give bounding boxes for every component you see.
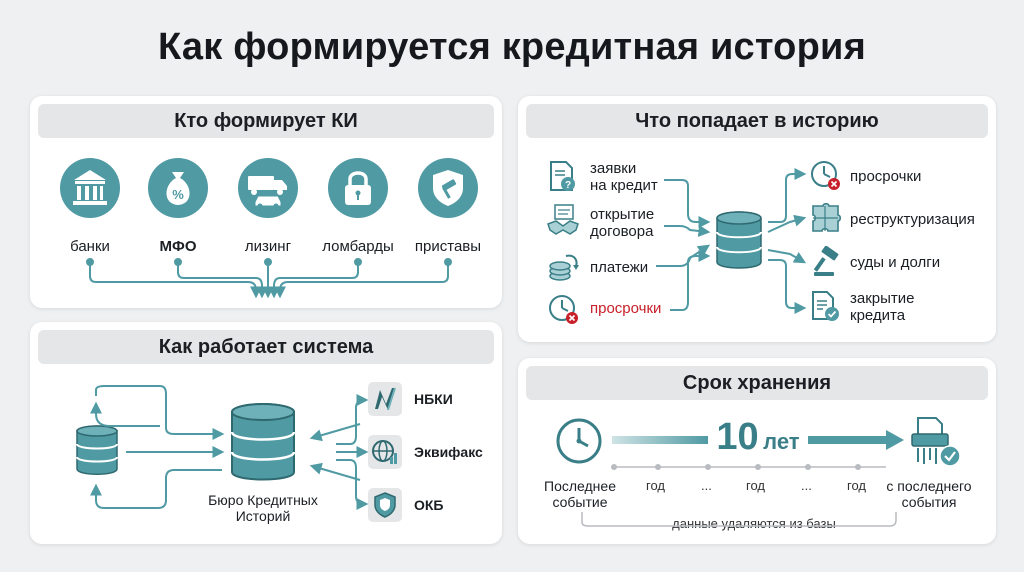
retention-years-unit: лет — [763, 429, 800, 454]
what-output-closing: закрытие кредита — [850, 290, 915, 324]
who-item-banks — [60, 158, 120, 218]
what-input-applications: заявки на кредит — [590, 160, 658, 194]
who-panel: Кто формирует КИ % — [30, 96, 502, 308]
system-panel-header: Как работает система — [38, 330, 494, 364]
timeline-tick-1: ... — [701, 478, 712, 493]
svg-text:?: ? — [565, 180, 571, 191]
timeline-tick-0: год — [646, 478, 665, 493]
what-input-contract: открытие договора — [590, 206, 655, 240]
small-database-icon — [76, 425, 118, 475]
timeline-tick-2: год — [746, 478, 765, 493]
retention-years-block: 10 лет — [708, 416, 808, 460]
timeline-start-label: Последнее событие — [544, 478, 616, 510]
what-panel-header: Что попадает в историю — [526, 104, 988, 138]
document-check-icon — [812, 291, 839, 321]
who-label-banks: банки — [70, 238, 110, 255]
page-title: Как формируется кредитная история — [158, 26, 866, 68]
who-item-leasing — [238, 158, 298, 218]
okb-logo-box — [368, 488, 402, 522]
who-item-pawnshops — [328, 158, 388, 218]
bureau-label-equifax: Эквифакс — [414, 444, 483, 460]
who-label-pawnshops: ломбарды — [322, 238, 394, 255]
svg-text:%: % — [172, 187, 184, 202]
storage-panel-header: Срок хранения — [526, 366, 988, 400]
gavel-icon — [813, 246, 839, 276]
bureau-label-okb: ОКБ — [414, 497, 444, 513]
document-question-icon: ? — [550, 161, 575, 191]
money-bag-percent-icon: % — [166, 172, 190, 205]
coins-icon — [549, 254, 579, 281]
what-input-payments: платежи — [590, 259, 649, 276]
handshake-icon — [547, 204, 579, 235]
who-panel-header: Кто формирует КИ — [38, 104, 494, 138]
storage-panel: Срок хранения 10 лет Последнее событие с… — [518, 358, 996, 544]
system-panel: Как работает система Бюро Кредитных Исто… — [30, 322, 502, 544]
clock-error-icon — [549, 295, 578, 324]
system-center-label: Бюро Кредитных Историй — [208, 492, 318, 524]
credit-bureau-database-icon — [230, 403, 296, 481]
who-label-bailiffs: приставы — [414, 238, 482, 255]
who-item-mfo: % — [148, 158, 208, 218]
timeline-tick-4: год — [847, 478, 866, 493]
bureau-label-nbki: НБКИ — [414, 391, 453, 407]
globe-chart-icon — [372, 440, 397, 464]
clock-icon — [556, 418, 602, 464]
what-output-courts: суды и долги — [850, 254, 941, 271]
who-label-mfo: МФО — [159, 238, 197, 255]
equifax-logo-box — [368, 435, 402, 469]
who-item-bailiffs — [418, 158, 478, 218]
nbki-logo-icon — [375, 387, 396, 411]
bank-icon — [73, 170, 107, 205]
truck-car-icon — [248, 176, 287, 209]
puzzle-icon — [812, 203, 842, 232]
shield-logo-icon — [374, 492, 396, 518]
what-output-restructuring: реструктуризация — [850, 211, 975, 228]
shredder-check-icon — [911, 417, 961, 467]
shield-gavel-icon — [433, 170, 463, 206]
timeline-end-label: с последнего события — [886, 478, 972, 510]
timeline-tick-3: ... — [801, 478, 812, 493]
database-icon — [716, 211, 762, 269]
nbki-logo-box — [368, 382, 402, 416]
what-output-overdue: просрочки — [850, 168, 922, 185]
what-input-overdue: просрочки — [590, 300, 662, 317]
clock-error-icon — [811, 161, 840, 190]
what-panel: Что попадает в историю ? заявки на креди… — [518, 96, 996, 342]
padlock-icon — [345, 171, 371, 205]
deletion-note: данные удаляются из базы — [654, 516, 854, 531]
who-label-leasing: лизинг — [244, 238, 292, 255]
retention-years-number: 10 — [716, 416, 759, 458]
